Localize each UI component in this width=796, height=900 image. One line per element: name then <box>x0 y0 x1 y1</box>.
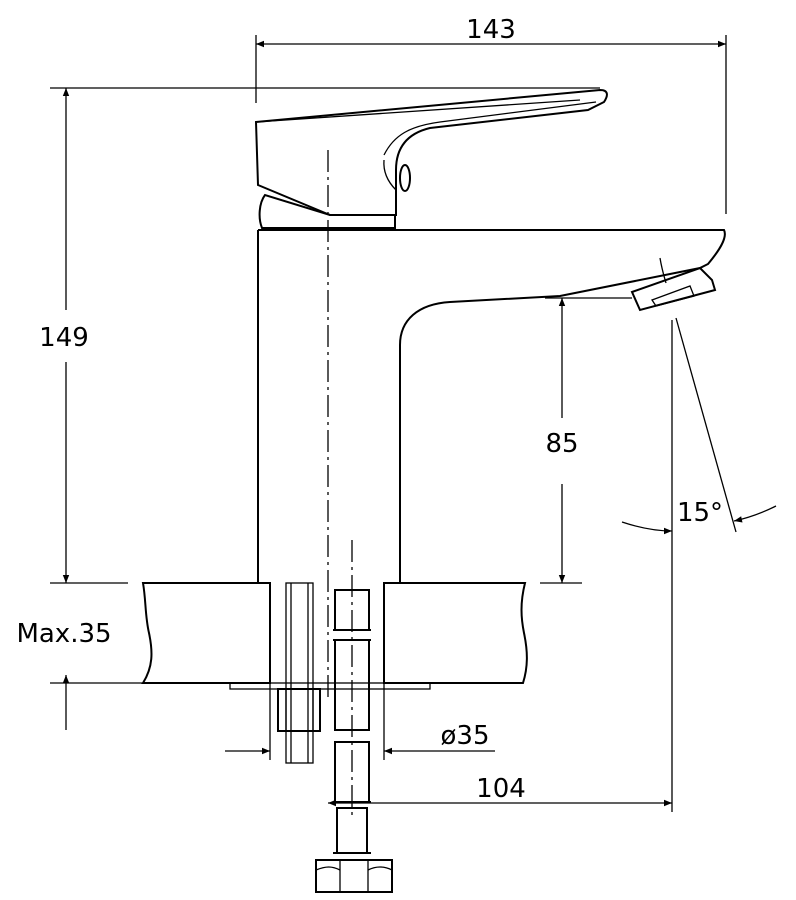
dimension-overall-width: 143 <box>255 15 727 214</box>
dim-label-85: 85 <box>545 429 578 459</box>
mounting-rod <box>277 582 321 764</box>
dimension-spray-angle: 15° <box>621 317 777 535</box>
hose-hex-nut <box>315 859 393 893</box>
aerator-ring <box>651 285 695 307</box>
dim-label-max35: Max.35 <box>16 619 111 649</box>
handle-lever-highlight <box>383 101 597 156</box>
dimension-spout-height: 85 <box>540 297 632 584</box>
dimension-mounting-hole: ø35 <box>225 683 495 760</box>
countertop-left-block <box>141 582 271 684</box>
supply-hose <box>315 589 393 893</box>
faucet-body <box>254 88 726 583</box>
handle-side-curve <box>383 159 397 191</box>
handle-top-edge <box>255 99 581 123</box>
mounting-plate <box>229 682 431 690</box>
handle-base <box>258 193 396 229</box>
dim-label-143: 143 <box>466 15 516 45</box>
dim-label-dia35: ø35 <box>441 721 490 751</box>
countertop-section <box>141 582 528 690</box>
dim-label-149: 149 <box>39 323 89 353</box>
spout-inner-curve <box>659 257 667 284</box>
dimension-overall-height: 149 <box>39 87 600 584</box>
faucet-spout-body <box>258 229 726 583</box>
countertop-right-block <box>383 582 528 684</box>
handle-lever <box>254 88 608 216</box>
fixing-nut <box>277 688 321 732</box>
dimension-spout-reach: 104 <box>328 320 673 812</box>
dim-label-104: 104 <box>476 774 526 804</box>
dimension-deck-thickness: Max.35 <box>16 619 143 730</box>
dim-label-15deg: 15° <box>677 498 723 528</box>
aerator <box>630 266 717 312</box>
threaded-rod <box>285 582 314 764</box>
handle-pivot-screw <box>399 164 411 192</box>
